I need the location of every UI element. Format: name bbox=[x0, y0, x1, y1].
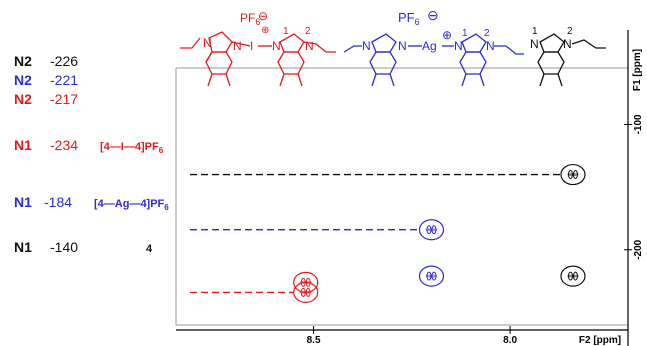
blue-n-atom-b: N bbox=[398, 39, 407, 53]
x-tick-label-1: 8.0 bbox=[503, 335, 517, 346]
compound-label-red: [4—I—4]PF6 bbox=[100, 141, 164, 155]
x-tick-label-0: 8.5 bbox=[307, 335, 321, 346]
n2-label-blue: N2 bbox=[14, 72, 32, 88]
black-n-atom-a: N bbox=[530, 37, 539, 51]
blue-center-atom: Ag bbox=[422, 39, 437, 53]
structure-iodine-complex bbox=[180, 31, 336, 87]
n2-value-blue: -221 bbox=[50, 72, 78, 88]
n1-value-red: -234 bbox=[50, 137, 78, 153]
f2-axis: 8.5 8.0 F2 [ppm] bbox=[176, 326, 628, 346]
f1-axis: -200 -100 F1 [ppm] bbox=[624, 30, 644, 346]
n1-value-blue: -184 bbox=[44, 194, 72, 210]
compound-label-blue: [4—Ag—4]PF6 bbox=[94, 198, 169, 212]
black-position-2: 2 bbox=[567, 26, 573, 37]
red-n-atom-d: N bbox=[305, 39, 314, 53]
red-cation-charge: ⊕ bbox=[261, 25, 269, 36]
n2-label-red: N2 bbox=[14, 91, 32, 107]
n2-shift-list: N2 -226 N2 -221 N2 -217 bbox=[14, 53, 78, 107]
compound-label-black: 4 bbox=[146, 243, 153, 255]
red-n-atom-b: N bbox=[233, 39, 242, 53]
n2-value-black: -226 bbox=[50, 53, 78, 69]
red-anion: PF6 bbox=[240, 11, 260, 27]
cross-peak-black-0 bbox=[560, 265, 586, 287]
cross-peak-blue-0 bbox=[418, 265, 445, 287]
f2-axis-label: F2 [ppm] bbox=[579, 335, 621, 346]
silver-complex-labels: PF6 ⊖ ⊕ N N Ag N N 1 2 bbox=[362, 7, 495, 53]
cross-peak-blue-1 bbox=[418, 219, 445, 241]
blue-n-atom-d: N bbox=[486, 39, 495, 53]
n1-label-black: N1 bbox=[14, 239, 32, 255]
n1-row-blue: N1 -184 [4—Ag—4]PF6 bbox=[14, 194, 169, 212]
free-ligand-labels: N N 1 2 bbox=[530, 26, 573, 51]
blue-anion: PF6 bbox=[398, 10, 420, 27]
blue-position-2: 2 bbox=[484, 28, 490, 39]
red-n-atom-a: N bbox=[203, 36, 212, 50]
f1-axis-label: F1 [ppm] bbox=[632, 49, 643, 91]
correlation-lines bbox=[190, 173, 561, 294]
n1-label-blue: N1 bbox=[14, 194, 32, 210]
n1-value-black: -140 bbox=[50, 239, 78, 255]
iodine-complex-labels: PF6 ⊖ ⊕ N N I N N 1 2 bbox=[203, 9, 314, 53]
blue-position-1: 1 bbox=[462, 28, 468, 39]
n1-row-black: N1 -140 4 bbox=[14, 239, 153, 255]
n2-value-red: -217 bbox=[50, 91, 78, 107]
blue-cation-charge: ⊕ bbox=[442, 28, 452, 42]
cross-peak-red-1 bbox=[293, 271, 319, 293]
cross-peak-black-1 bbox=[560, 163, 586, 186]
red-position-1: 1 bbox=[283, 26, 289, 37]
red-center-atom: I bbox=[250, 39, 253, 53]
cross-peaks bbox=[293, 163, 586, 304]
y-tick-label-0: -200 bbox=[633, 239, 644, 259]
red-position-2: 2 bbox=[305, 26, 311, 37]
black-position-1: 1 bbox=[532, 26, 538, 37]
spectrum-frame bbox=[175, 67, 628, 326]
n1-label-red: N1 bbox=[14, 137, 32, 153]
blue-anion-charge: ⊖ bbox=[427, 7, 439, 23]
blue-n-atom-a: N bbox=[362, 39, 371, 53]
red-n-atom-c: N bbox=[272, 39, 281, 53]
structure-silver-complex bbox=[343, 33, 524, 87]
structure-free-ligand bbox=[537, 33, 606, 87]
red-anion-charge: ⊖ bbox=[258, 9, 268, 23]
blue-n-atom-c: N bbox=[454, 39, 463, 53]
n1-row-red: N1 -234 [4—I—4]PF6 bbox=[14, 137, 164, 155]
y-tick-label-1: -100 bbox=[633, 114, 644, 134]
black-n-atom-b: N bbox=[563, 37, 572, 51]
n2-label-black: N2 bbox=[14, 53, 32, 69]
